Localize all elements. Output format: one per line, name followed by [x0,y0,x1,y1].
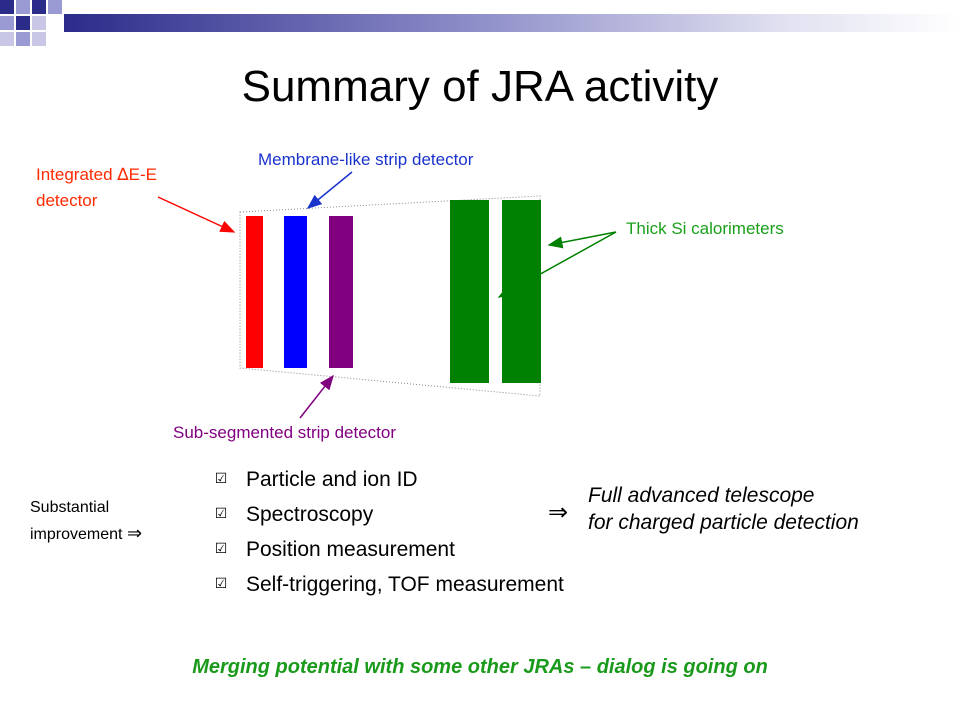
arrow-sub-segmented [299,374,334,419]
result-text: Full advanced telescope for charged part… [588,482,859,536]
si-calorimeter-1 [450,200,489,383]
list-item: ☑ Self-triggering, TOF measurement [214,567,564,602]
header-bar [64,14,960,32]
delta-symbol: ∆ [117,165,129,185]
result-arrow-icon: ⇒ [548,498,569,526]
de-e-detector [246,216,263,368]
arrow-membrane [306,171,353,209]
label-de-e-text-line2: detector [36,191,98,210]
membrane-strip-detector [284,216,307,368]
feature-list: ☑ Particle and ion ID ☑ Spectroscopy ☑ Posi… [214,462,564,602]
label-de-e-text: Integrated [36,165,118,184]
substantial-line2: improvement [30,526,123,543]
list-item-text: Particle and ion ID [246,468,418,491]
checkbox-icon: ☑ [214,541,228,557]
list-item: ☑ Particle and ion ID [214,462,564,497]
substantial-improvement: Substantial improvement ⇒ [30,495,142,548]
checkbox-icon: ☑ [214,576,228,592]
checkbox-icon: ☑ [214,506,228,522]
list-item: ☑ Spectroscopy [214,497,564,532]
substantial-line1: Substantial [30,499,110,516]
sub-segmented-strip-detector [329,216,353,368]
arrow-calorimeter-1 [547,231,617,249]
implies-arrow-icon: ⇒ [126,523,143,544]
label-sub-segmented: Sub-segmented strip detector [173,423,397,442]
footer-note: Merging potential with some other JRAs –… [192,656,768,678]
result-line2: for charged particle detection [588,511,859,534]
label-de-e-detector: Integrated ∆E-E detector [36,162,157,214]
list-item-text: Spectroscopy [246,503,374,526]
checkbox-icon: ☑ [214,471,228,487]
label-thick-si: Thick Si calorimeters [626,219,784,238]
list-item-text: Position measurement [246,538,455,561]
label-membrane-detector: Membrane-like strip detector [258,150,474,169]
list-item: ☑ Position measurement [214,532,564,567]
result-line1: Full advanced telescope [588,484,815,507]
arrow-de-e [157,196,236,233]
page-title: Summary of JRA activity [241,62,719,111]
label-de-e-text-rest: E-E [128,165,157,184]
list-item-text: Self-triggering, TOF measurement [246,573,564,596]
arrow-calorimeter-2 [497,231,617,298]
